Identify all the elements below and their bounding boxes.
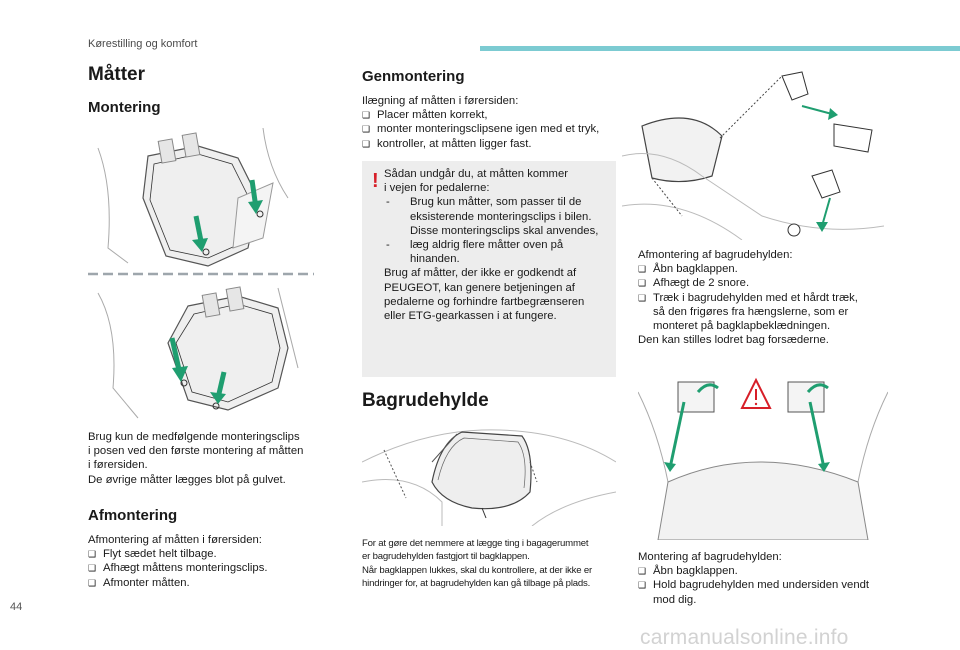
montering-shelf-text: Montering af bagrudehylden: Åbn bagklapp… (638, 550, 898, 607)
list-item: Flyt sædet helt tilbage. (88, 547, 328, 561)
montering-text: Brug kun de medfølgende monteringsclips … (88, 431, 304, 486)
shelf-removal-illustration (622, 71, 884, 240)
list-item: Placer måtten korrekt, (362, 108, 622, 122)
list-item: kontroller, at måtten ligger fast. (362, 137, 622, 151)
list-item: Hold bagrudehylden med undersiden vendt (638, 578, 898, 592)
header-accent-bar (480, 46, 960, 51)
warning-icon: ! (372, 170, 379, 192)
bagrudehylde-caption: For at gøre det nemmere at lægge ting i … (362, 538, 592, 590)
page-title: Måtter (88, 64, 146, 85)
genmontering-heading: Genmontering (362, 68, 465, 85)
list-item: Afhægt måttens monteringsclips. (88, 561, 328, 575)
list-item: Åbn bagklappen. (638, 564, 898, 578)
afmontering-text: Afmontering af måtten i førersiden: Flyt… (88, 533, 328, 590)
parcel-shelf-illustration (362, 429, 616, 526)
genmontering-text: Ilægning af måtten i førersiden: Placer … (362, 94, 622, 151)
page-number: 44 (10, 601, 23, 613)
warning-box: ! Sådan undgår du, at måtten kommer i ve… (362, 161, 616, 377)
afmontering-heading: Afmontering (88, 507, 178, 524)
list-item: Afhægt de 2 snore. (638, 276, 898, 290)
watermark: carmanualsonline.info (640, 626, 849, 649)
list-item: monter monteringsclipsene igen med et tr… (362, 122, 622, 136)
section-header: Kørestilling og komfort (88, 38, 198, 50)
bagrudehylde-heading: Bagrudehylde (362, 390, 489, 411)
list-item: Afmonter måtten. (88, 576, 328, 590)
list-item: Træk i bagrudehylden med et hårdt træk, (638, 291, 898, 305)
montering-heading: Montering (88, 99, 161, 116)
floor-mat-illustration (88, 128, 314, 422)
list-item: Åbn bagklappen. (638, 262, 898, 276)
afmontering-shelf-text: Afmontering af bagrudehylden: Åbn bagkla… (638, 248, 898, 347)
shelf-install-illustration (638, 377, 888, 540)
